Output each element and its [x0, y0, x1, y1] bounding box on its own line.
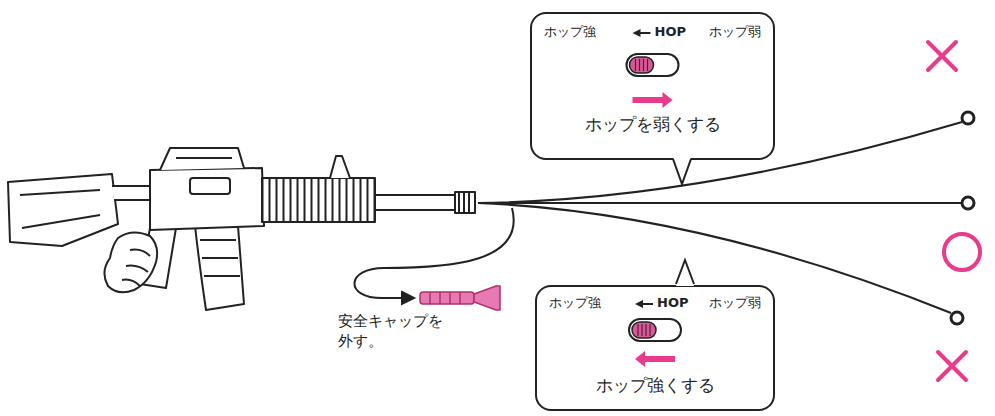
strong-label: ホップ強: [544, 24, 596, 40]
hop-label: HOP: [657, 295, 688, 311]
instruction-text: ホップ強くする: [596, 375, 715, 395]
callout-bubble: ホップ強 HOP ホップ弱ホップを弱くする: [530, 12, 775, 160]
hop-label: HOP: [655, 24, 686, 40]
rifle: [8, 148, 475, 310]
safety-cap: [420, 286, 500, 310]
instruction-text: ホップを弱くする: [585, 114, 721, 134]
weak-label: ホップ弱: [709, 295, 761, 311]
callout-bubble: ホップ強 HOP ホップ弱ホップ強くする: [535, 285, 775, 411]
strong-label: ホップ強: [549, 295, 601, 311]
result-marks: [928, 42, 980, 380]
note-label: 安全キャップを 外す。: [338, 312, 448, 351]
weak-label: ホップ弱: [709, 24, 761, 40]
